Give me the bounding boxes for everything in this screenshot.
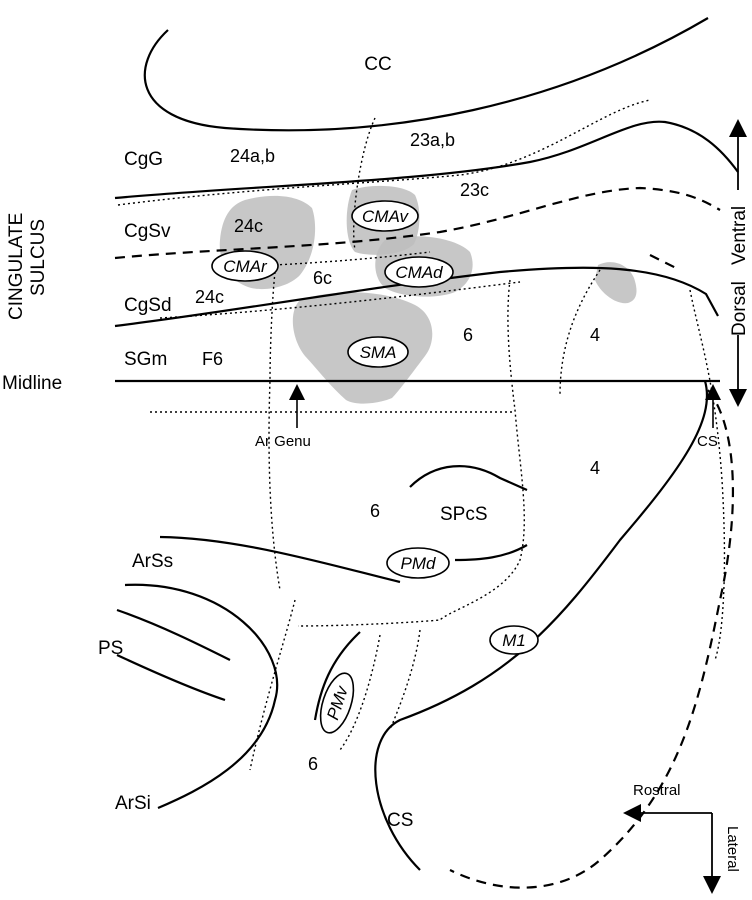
principal-sulcus-lower	[116, 654, 226, 702]
cmav-oval	[351, 200, 419, 232]
midline-label: Midline	[2, 373, 62, 394]
arcuate-sulcus-superior	[159, 535, 401, 584]
superior-precentral-sulcus-upper	[409, 465, 528, 492]
area-23c-label: 23c	[460, 180, 489, 200]
corpus-callosum-outline	[143, 17, 709, 132]
principal-sulcus	[116, 608, 231, 661]
cs-top-label: CS	[697, 433, 718, 450]
pre-sma-shaded-region	[595, 262, 637, 304]
pmv-oval	[319, 672, 355, 734]
area-6-low-label: 6	[308, 754, 318, 774]
lateral-label: Lateral	[724, 826, 741, 872]
sgm-label: SGm	[124, 349, 167, 370]
cingulate-dorsal-boundary	[114, 266, 719, 328]
dorsal-label: Dorsal	[729, 281, 750, 336]
area-6c-label: 6c	[313, 268, 332, 288]
cingulate-label: CINGULATE	[6, 213, 27, 320]
dotted-pmv-left	[249, 599, 296, 771]
rostral-label: Rostral	[633, 782, 681, 799]
cgsv-label: CgSv	[124, 221, 171, 242]
m1-label: M1	[502, 631, 526, 650]
area-6-mid-label: 6	[370, 501, 380, 521]
pmd-label: PMd	[401, 554, 437, 573]
dotted-upper-cingulate	[117, 99, 651, 206]
m1-oval	[489, 625, 539, 655]
ps-label: PS	[98, 638, 123, 659]
cc-label: CC	[364, 54, 391, 75]
ar-genu-label: Ar Genu	[255, 433, 311, 450]
dotted-4-6-upper	[689, 289, 726, 661]
cingulate-gyrus-boundary	[114, 120, 739, 200]
spcs-label: SPcS	[440, 504, 488, 525]
sma-label: SMA	[360, 343, 397, 362]
arsi-label: ArSi	[115, 793, 151, 814]
cmar-label: CMAr	[223, 257, 268, 276]
area-23ab-label: 23a,b	[410, 130, 455, 150]
cmav-label: CMAv	[362, 207, 409, 226]
area-24ab-label: 24a,b	[230, 146, 275, 166]
cgsd-label: CgSd	[124, 295, 172, 316]
dotted-6-inner	[389, 629, 421, 731]
dotted-lower-cingulate	[159, 281, 521, 319]
dotted-f6-left	[268, 271, 281, 591]
cingulate-fundus-line	[114, 186, 721, 260]
area-4-lower-label: 4	[590, 458, 600, 478]
superior-precentral-sulcus-lower	[454, 544, 528, 562]
area-6-upper-label: 6	[463, 325, 473, 345]
sma-oval	[347, 336, 409, 368]
arcuate-genu-curve	[124, 583, 279, 810]
area-24c-bottom-label: 24c	[195, 287, 224, 307]
cmar-oval	[211, 250, 279, 282]
cmad-oval	[384, 256, 454, 288]
pmd-oval	[386, 547, 450, 579]
area-4-upper-label: 4	[590, 325, 600, 345]
arcuate-sulcus-inferior	[313, 631, 361, 721]
dotted-4-left	[559, 269, 601, 396]
cmad-label: CMAd	[395, 263, 443, 282]
dotted-sma-right	[297, 279, 525, 627]
cingulate-fundus-tail	[649, 254, 681, 271]
ventral-label: Ventral	[729, 206, 750, 265]
f6-label: F6	[202, 349, 223, 369]
area-24c-top-label: 24c	[234, 216, 263, 236]
sulcus-label: SULCUS	[28, 219, 49, 296]
arss-label: ArSs	[132, 551, 173, 572]
cs-bottom-label: CS	[387, 810, 413, 831]
cgg-label: CgG	[124, 149, 163, 170]
